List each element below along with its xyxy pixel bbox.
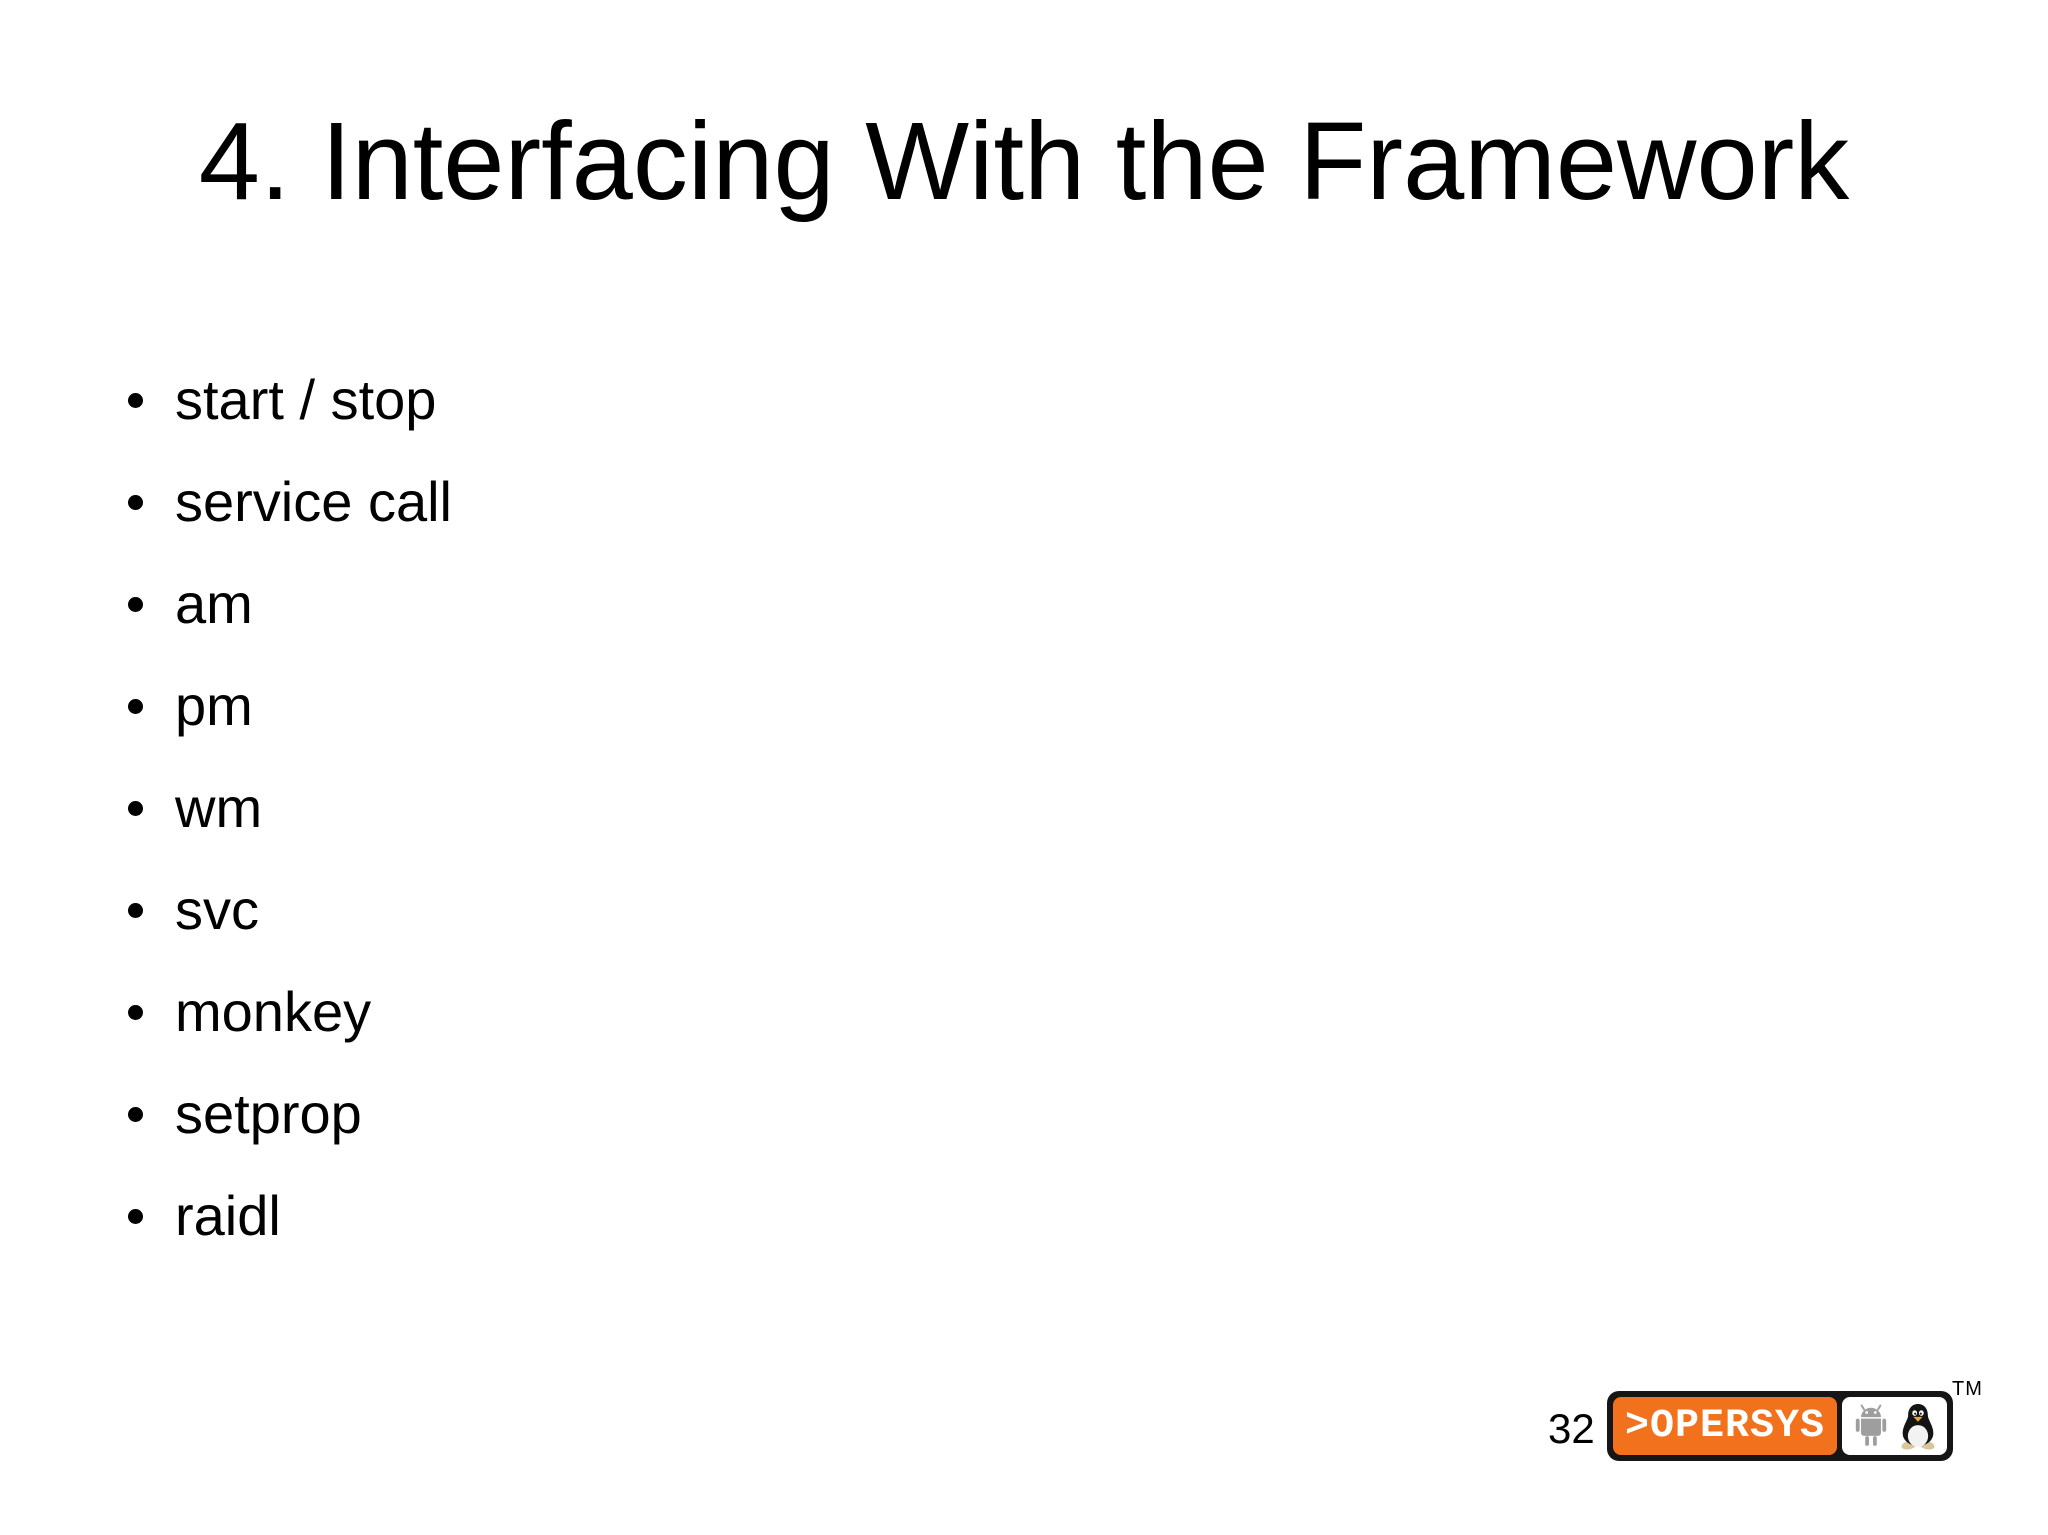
- bullet-item: am: [118, 553, 452, 655]
- bullet-item: monkey: [118, 961, 452, 1063]
- logo-icon-panel: [1842, 1397, 1948, 1455]
- slide-title: 4. Interfacing With the Framework: [198, 100, 1850, 223]
- opersys-logo: >OPERSYS: [1607, 1391, 1954, 1461]
- bullet-item: service call: [118, 451, 452, 553]
- tux-icon: [1901, 1404, 1935, 1450]
- page-number: 32: [1548, 1405, 1595, 1452]
- bullet-item: pm: [118, 655, 452, 757]
- bullet-item: setprop: [118, 1063, 452, 1165]
- trademark-label: TM: [1952, 1378, 1983, 1400]
- bullet-item: svc: [118, 859, 452, 961]
- bullet-item: raidl: [118, 1165, 452, 1267]
- opersys-wordmark: >OPERSYS: [1613, 1397, 1838, 1455]
- bullet-item: start / stop: [118, 349, 452, 451]
- android-icon: [1855, 1404, 1887, 1446]
- bullet-item: wm: [118, 757, 452, 859]
